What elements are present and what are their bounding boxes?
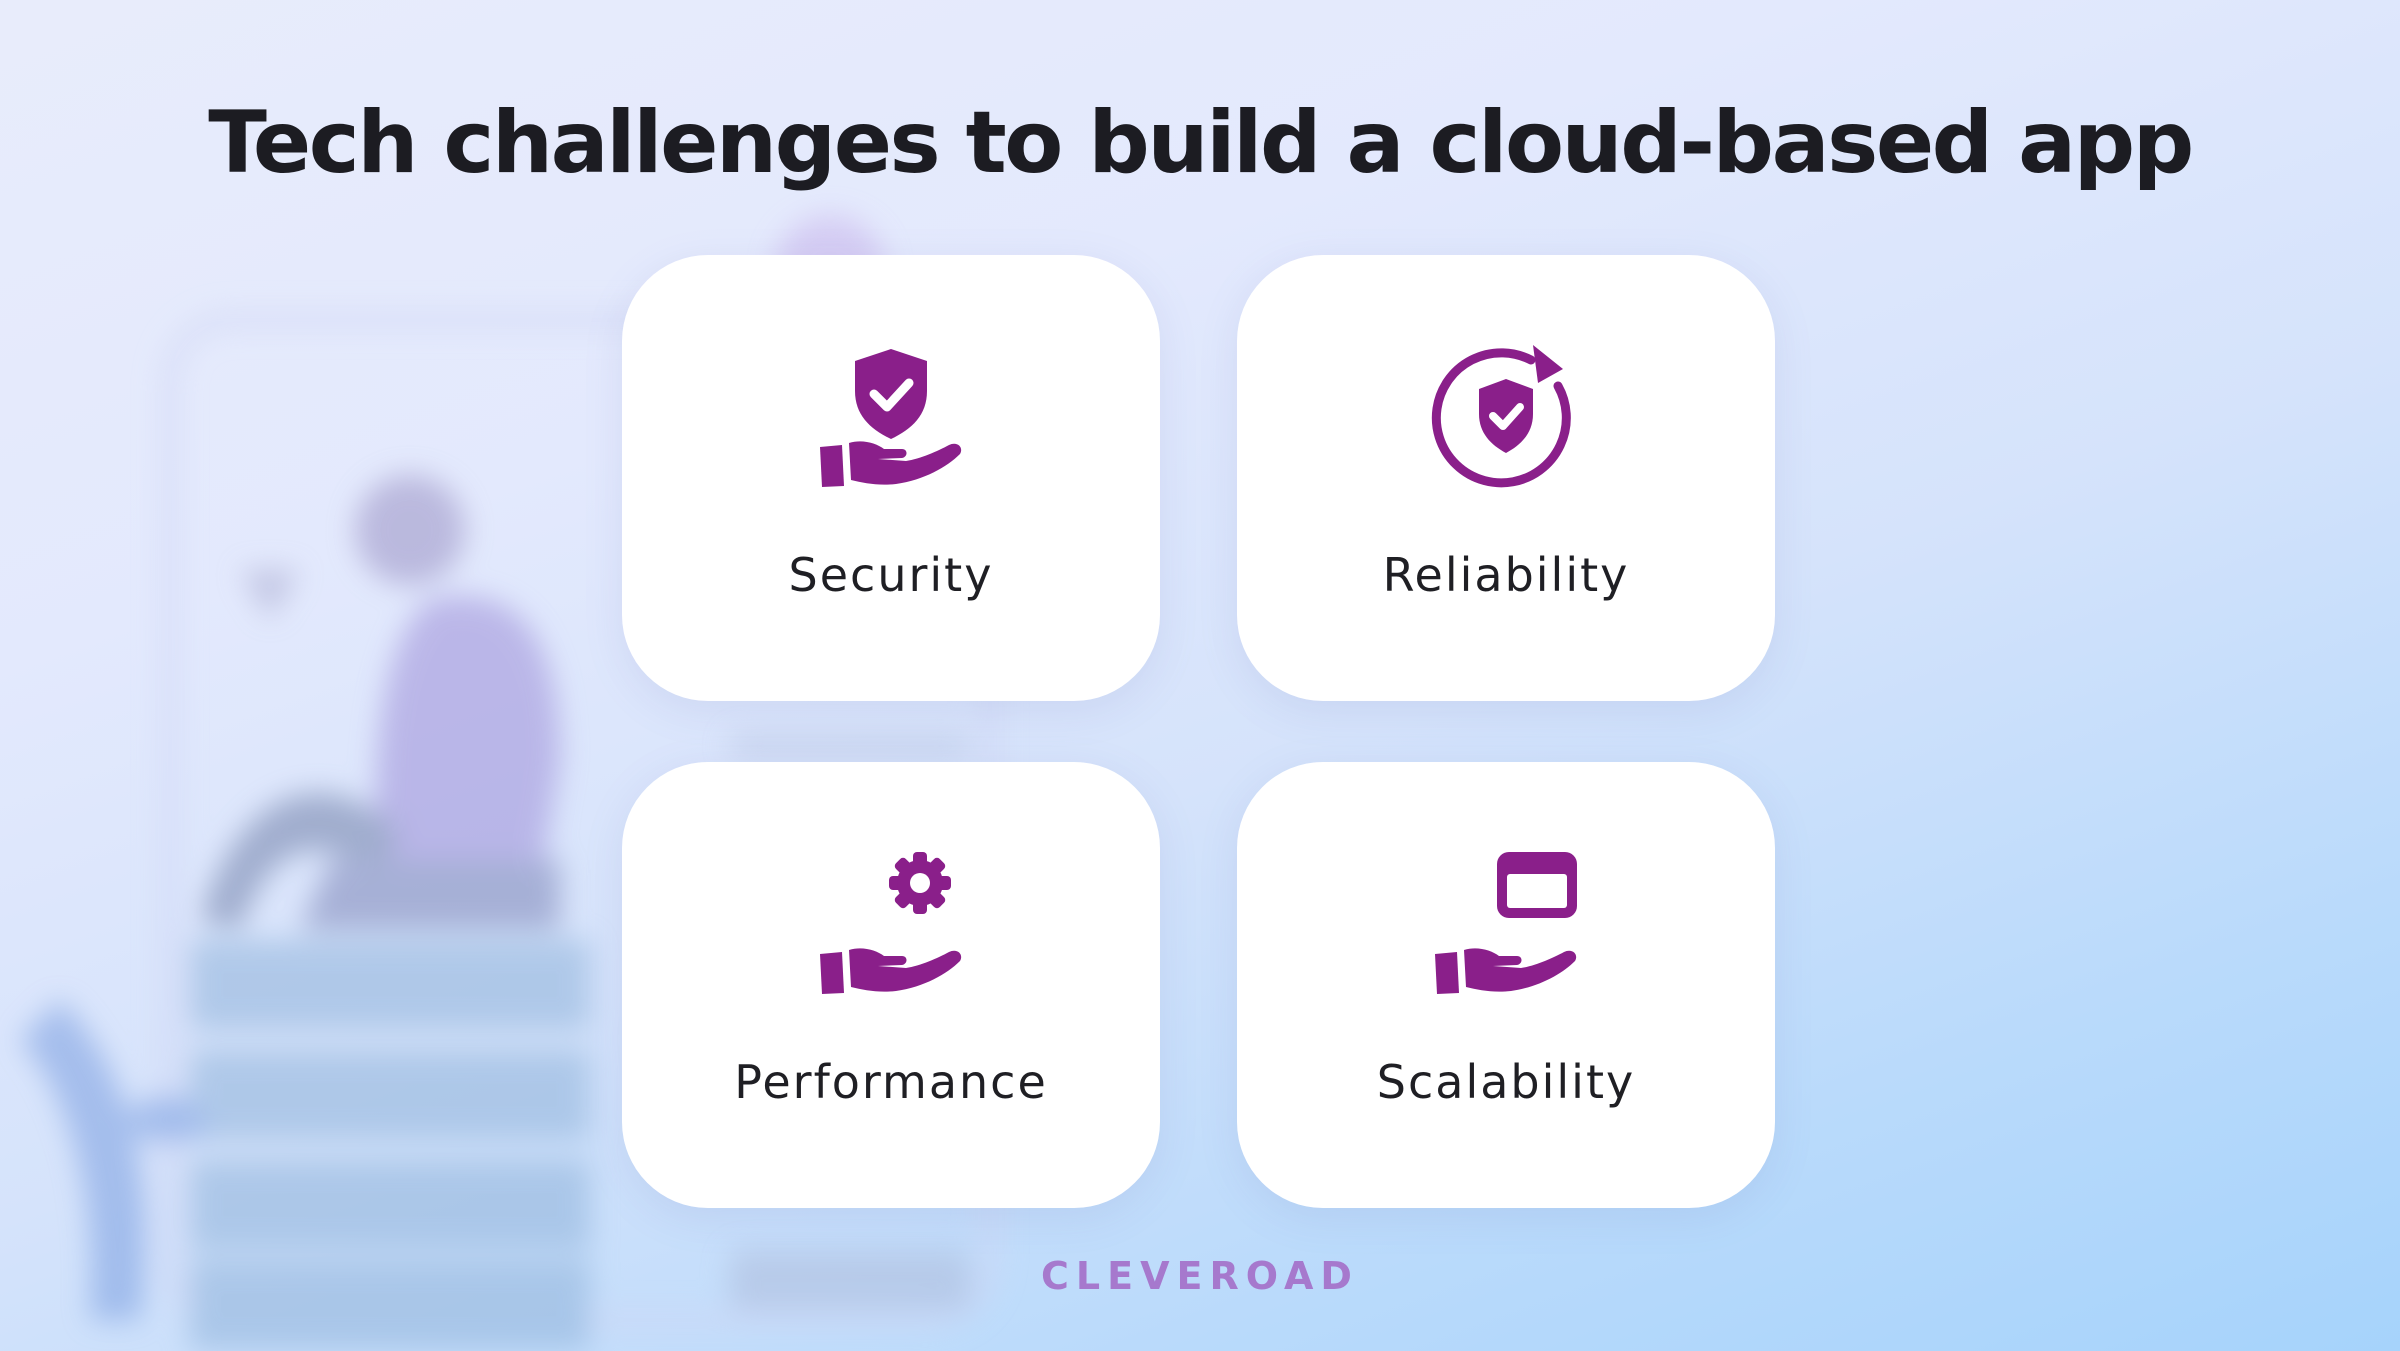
brand-logo: CLEVEROAD — [1041, 1254, 1359, 1298]
card-security: Security — [622, 255, 1160, 701]
page-title: Tech challenges to build a cloud-based a… — [208, 93, 2194, 193]
card-reliability: Reliability — [1237, 255, 1775, 701]
card-label: Performance — [734, 1055, 1048, 1109]
card-scalability: Scalability — [1237, 762, 1775, 1208]
card-label: Security — [788, 548, 994, 602]
card-performance: Performance — [622, 762, 1160, 1208]
hand-shield-check-icon — [816, 339, 966, 489]
card-label: Reliability — [1382, 548, 1630, 602]
shield-refresh-icon — [1431, 339, 1581, 489]
hand-window-icon — [1431, 846, 1581, 996]
card-label: Scalability — [1376, 1055, 1636, 1109]
hand-gear-icon — [816, 846, 966, 996]
